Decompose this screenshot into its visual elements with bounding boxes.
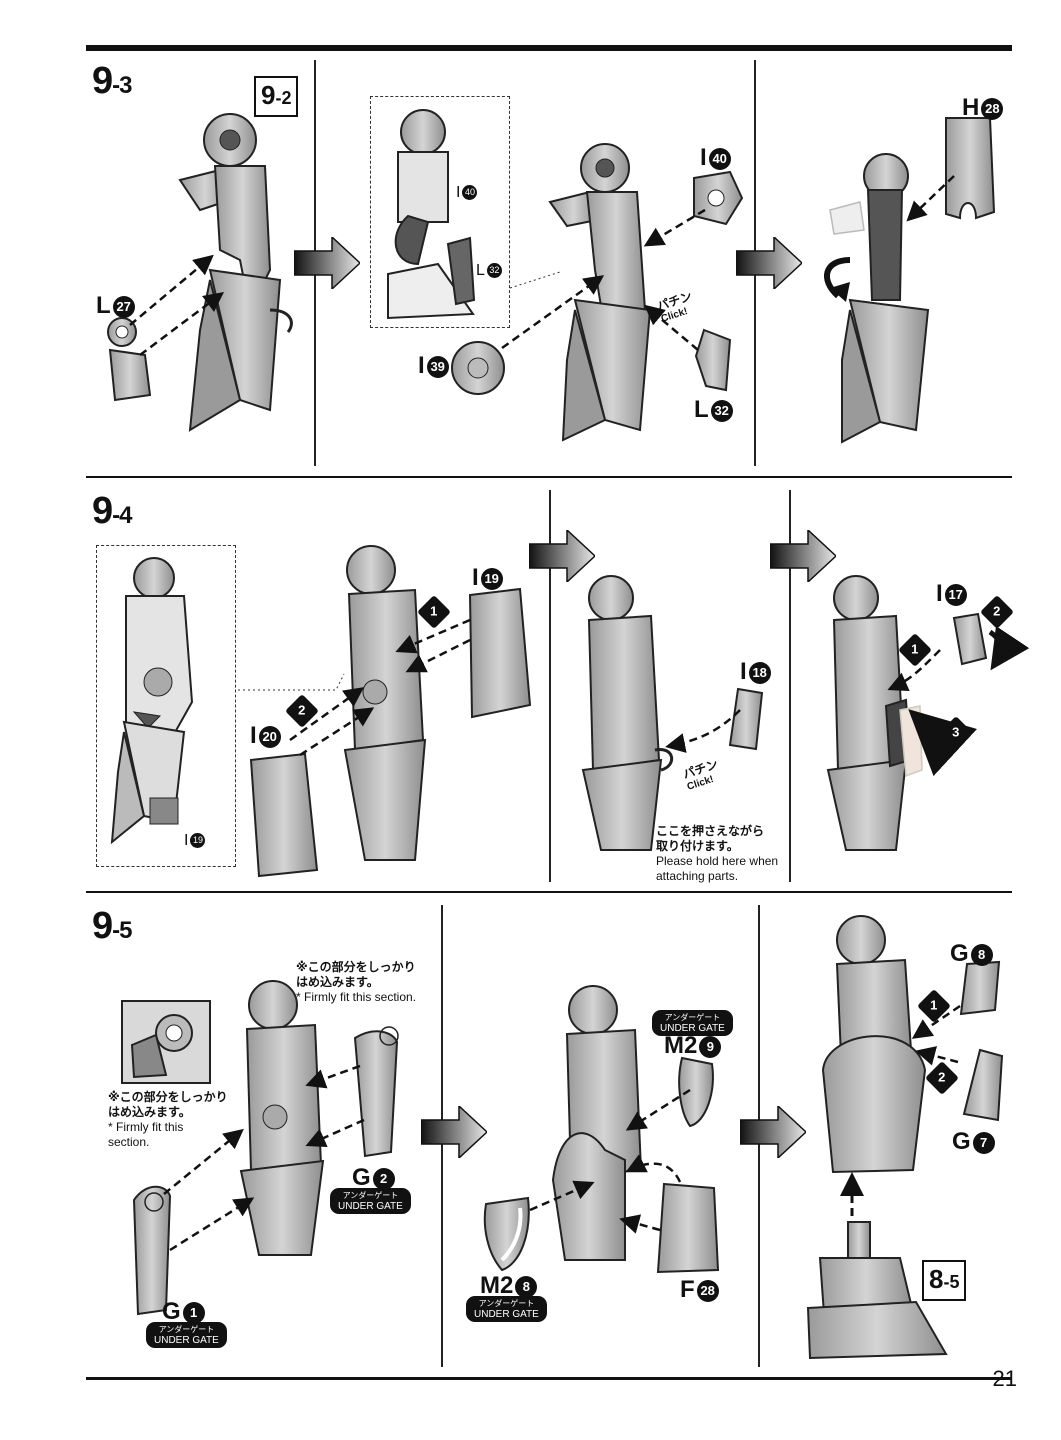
leg-assembly-illustration <box>821 915 927 1174</box>
f28-part-illustration <box>656 1182 720 1274</box>
detail-inset <box>370 96 510 328</box>
fit-detail-illustration <box>130 1014 193 1079</box>
step-number-9-3: 9-3 <box>92 60 133 102</box>
bottom-rule <box>86 1377 1012 1380</box>
i39-part-illustration <box>451 341 505 395</box>
leg-assembly-illustration <box>239 980 325 1256</box>
h28-part-illustration <box>945 117 996 220</box>
column-divider <box>789 490 791 882</box>
next-step-arrow <box>529 530 595 582</box>
assembly-arrows <box>129 254 224 356</box>
g1-part-illustration <box>132 1185 172 1316</box>
next-step-arrow <box>770 530 836 582</box>
page-number: 21 <box>992 1366 1017 1391</box>
leg-assembly-illustration <box>178 113 293 432</box>
g7-part-illustration <box>962 1048 1004 1122</box>
g2-part-illustration <box>353 1026 399 1158</box>
boot-assembly-illustration <box>806 1221 948 1360</box>
reference-step-9-2: 9-2 <box>254 76 299 117</box>
next-step-arrow <box>421 1106 487 1158</box>
assembly-arrows <box>501 208 706 351</box>
top-rule <box>86 45 1012 51</box>
row-divider-2 <box>86 891 1012 893</box>
l27-part-illustration <box>107 317 152 402</box>
step-number-9-4: 9-4 <box>92 490 133 532</box>
assembly-arrows <box>289 618 471 757</box>
m28-part-illustration <box>483 1196 530 1272</box>
detail-inset <box>96 545 236 867</box>
i19-part-illustration <box>468 587 532 719</box>
next-step-arrow <box>736 237 802 289</box>
firmly-fit-note: ※この部分をしっかり はめ込みます。 * Firmly fit this sec… <box>108 1090 228 1149</box>
step-number-9-5: 9-5 <box>92 905 133 947</box>
detail-inset-illustration <box>387 109 476 320</box>
assembly-arrows <box>840 1004 961 1216</box>
row-divider-1 <box>86 476 1012 478</box>
i17-part-illustration <box>952 612 988 666</box>
next-step-arrow <box>294 237 360 289</box>
m29-part-illustration <box>678 1056 714 1128</box>
firmly-fit-note: ※この部分をしっかり はめ込みます。 * Firmly fit this sec… <box>296 960 417 1004</box>
leg-assembly-illustration <box>548 143 652 442</box>
next-step-arrow <box>740 1106 806 1158</box>
i20-part-illustration <box>249 752 319 878</box>
assembly-arrows <box>529 1088 691 1234</box>
i18-part-illustration <box>728 687 764 751</box>
l32-part-illustration <box>694 328 732 392</box>
leg-assembly-illustration <box>581 575 673 851</box>
leg-assembly-illustration <box>824 153 930 444</box>
assembly-arrows <box>887 625 1030 777</box>
assembly-arrows <box>163 1064 365 1252</box>
hold-here-note: ここを押さえながら 取り付けます。 Please hold here when … <box>656 824 779 883</box>
i40-part-illustration <box>693 170 744 226</box>
reference-step-8-5: 8-5 <box>922 1260 967 1301</box>
assembly-arrows <box>665 709 741 753</box>
detail-inset-illustration <box>110 557 194 845</box>
leg-assembly-illustration <box>826 575 923 851</box>
column-divider <box>549 490 551 882</box>
assembly-arrows <box>906 175 955 222</box>
